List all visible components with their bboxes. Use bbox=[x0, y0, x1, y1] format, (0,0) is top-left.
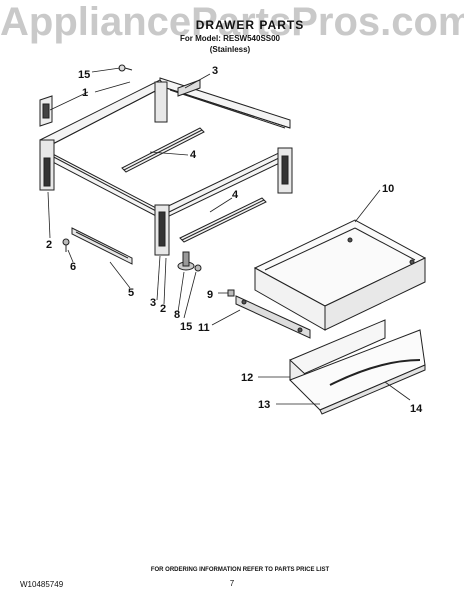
document-number: W10485749 bbox=[20, 580, 64, 589]
callout-14: 14 bbox=[410, 403, 423, 415]
slide-part-5 bbox=[71, 227, 133, 265]
drawer-handle-part-14 bbox=[329, 359, 421, 386]
leader-lines bbox=[47, 67, 411, 405]
callout-5: 5 bbox=[128, 287, 134, 299]
callout-12: 12 bbox=[241, 372, 253, 384]
callout-6: 6 bbox=[70, 261, 76, 273]
callout-3-bottom: 3 bbox=[150, 297, 156, 309]
callout-11: 11 bbox=[198, 322, 210, 334]
callout-2-bottom: 2 bbox=[160, 303, 166, 315]
drawer-box-part-10 bbox=[253, 219, 427, 331]
frame-rear-rail bbox=[159, 77, 291, 129]
screw-part-6 bbox=[62, 238, 70, 252]
bracket-part-3-top bbox=[177, 79, 201, 97]
diagram-title: DRAWER PARTS bbox=[195, 18, 305, 32]
callout-15-top: 15 bbox=[78, 69, 90, 81]
callout-2-left: 2 bbox=[46, 239, 52, 251]
model-line: For Model: RESW540SS00 bbox=[179, 34, 281, 43]
ordering-note: FOR ORDERING INFORMATION REFER TO PARTS … bbox=[150, 567, 330, 573]
callout-1: 1 bbox=[82, 87, 88, 99]
callout-9: 9 bbox=[207, 289, 213, 301]
clip-part-9 bbox=[227, 289, 235, 297]
page-number: 7 bbox=[229, 579, 235, 588]
bracket-part-1 bbox=[39, 95, 53, 127]
drawer-slide-part-11 bbox=[235, 295, 311, 339]
callout-4-upper: 4 bbox=[190, 149, 197, 161]
callout-8: 8 bbox=[174, 309, 180, 321]
frame-corner-posts bbox=[39, 81, 293, 256]
frame-right-rail bbox=[159, 149, 291, 219]
slide-rail-part-4-right bbox=[179, 197, 267, 243]
leveler-part-8 bbox=[177, 251, 202, 272]
callout-4-lower: 4 bbox=[232, 189, 239, 201]
callout-15-bottom: 15 bbox=[180, 321, 192, 333]
screw-part-15-top bbox=[118, 64, 133, 72]
slide-rail-part-4-left bbox=[121, 127, 205, 173]
drawer-panel-part-13 bbox=[289, 329, 426, 415]
variant-label: (Stainless) bbox=[209, 45, 251, 54]
callout-3-top: 3 bbox=[212, 65, 218, 77]
callout-10: 10 bbox=[382, 183, 394, 195]
callout-13: 13 bbox=[258, 399, 270, 411]
